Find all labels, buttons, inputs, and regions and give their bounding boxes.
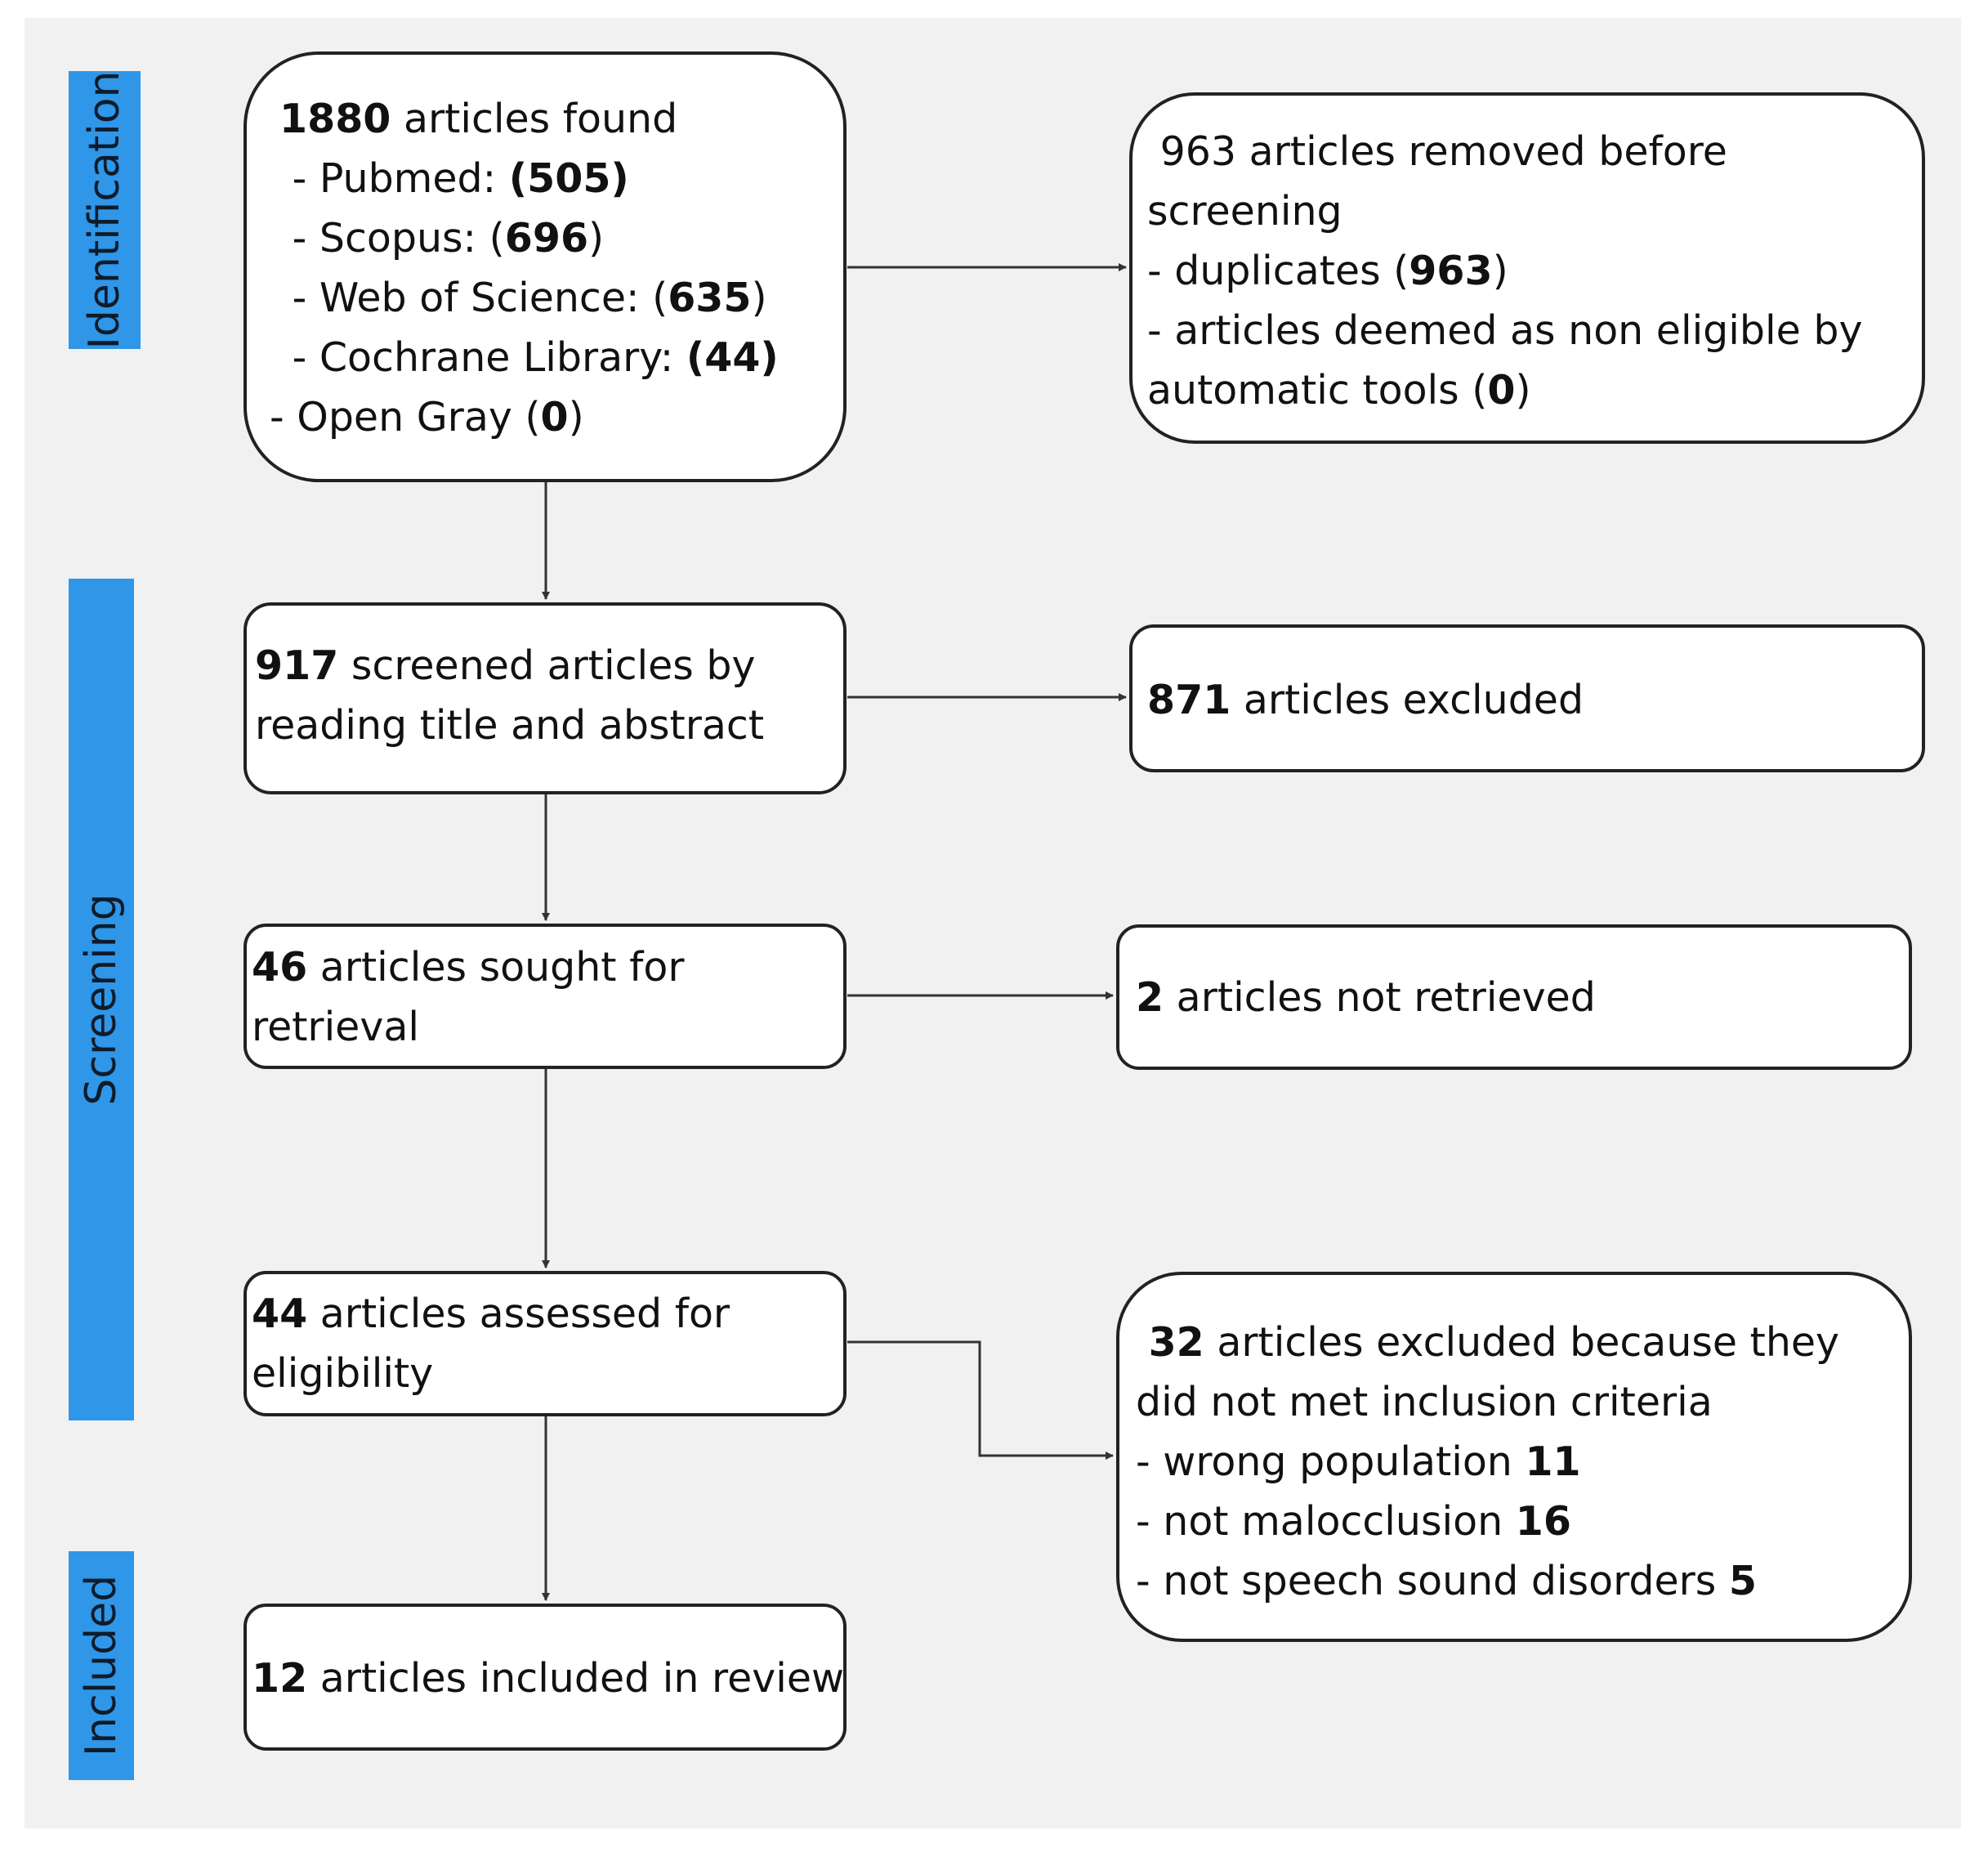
source-cochrane: - Cochrane Library: (44) bbox=[292, 334, 779, 381]
identification-box: 1880 articles found - Pubmed: (505) - Sc… bbox=[243, 51, 847, 482]
removed-automatic-cont: automatic tools (0) bbox=[1147, 367, 1531, 414]
included-count: 12 bbox=[252, 1655, 308, 1702]
excluded-box: 871 articles excluded bbox=[1129, 624, 1925, 772]
arrow-assessed-to-criteria bbox=[847, 1340, 1114, 1460]
stage-included: Included bbox=[69, 1551, 134, 1780]
sought-line-2: retrieval bbox=[252, 1004, 419, 1050]
source-scopus: - Scopus: (696) bbox=[292, 215, 605, 262]
excluded-line: 871 articles excluded bbox=[1147, 677, 1584, 723]
criteria-line-1: 32 articles excluded because they bbox=[1148, 1319, 1840, 1366]
stage-identification: Identification bbox=[69, 71, 141, 349]
reason-not-malocclusion: - not malocclusion 16 bbox=[1136, 1498, 1571, 1545]
total-found-line: 1880 articles found bbox=[279, 96, 678, 142]
removed-title: 963 articles removed before bbox=[1159, 128, 1727, 175]
screened-count: 917 bbox=[255, 642, 339, 689]
source-web-of-science: - Web of Science: (635) bbox=[292, 275, 767, 321]
reason-not-speech-sound: - not speech sound disorders 5 bbox=[1136, 1558, 1757, 1604]
screened-line-2: reading title and abstract bbox=[255, 702, 765, 749]
not-retrieved-count: 2 bbox=[1136, 974, 1164, 1021]
reason-wrong-population: - wrong population 11 bbox=[1136, 1438, 1581, 1485]
screened-box: 917 screened articles by reading title a… bbox=[243, 602, 847, 794]
assessed-box: 44 articles assessed for eligibility bbox=[243, 1271, 847, 1416]
total-found-count: 1880 bbox=[279, 96, 391, 142]
assessed-count: 44 bbox=[252, 1291, 308, 1337]
source-pubmed: - Pubmed: (505) bbox=[292, 155, 629, 202]
removed-before-screening-box: 963 articles removed before screening - … bbox=[1129, 92, 1925, 444]
excluded-count: 871 bbox=[1147, 677, 1231, 723]
criteria-count: 32 bbox=[1148, 1319, 1204, 1366]
assessed-line-2: eligibility bbox=[252, 1350, 434, 1397]
sought-count: 46 bbox=[252, 944, 308, 991]
sought-line-1: 46 articles sought for bbox=[252, 944, 685, 991]
not-retrieved-box: 2 articles not retrieved bbox=[1116, 924, 1912, 1070]
sought-box: 46 articles sought for retrieval bbox=[243, 924, 847, 1069]
removed-duplicates: - duplicates (963) bbox=[1147, 248, 1508, 294]
screened-line-1: 917 screened articles by bbox=[255, 642, 756, 689]
criteria-excluded-box: 32 articles excluded because they did no… bbox=[1116, 1272, 1912, 1642]
criteria-line-2: did not met inclusion criteria bbox=[1136, 1379, 1713, 1425]
stage-screening: Screening bbox=[69, 579, 134, 1420]
included-box: 12 articles included in review bbox=[243, 1604, 847, 1751]
source-open-gray: - Open Gray (0) bbox=[270, 394, 584, 441]
removed-automatic: - articles deemed as non eligible by bbox=[1147, 307, 1863, 354]
not-retrieved-line: 2 articles not retrieved bbox=[1136, 974, 1596, 1021]
assessed-line-1: 44 articles assessed for bbox=[252, 1291, 730, 1337]
removed-title-cont: screening bbox=[1147, 188, 1342, 235]
included-line: 12 articles included in review bbox=[252, 1655, 845, 1702]
